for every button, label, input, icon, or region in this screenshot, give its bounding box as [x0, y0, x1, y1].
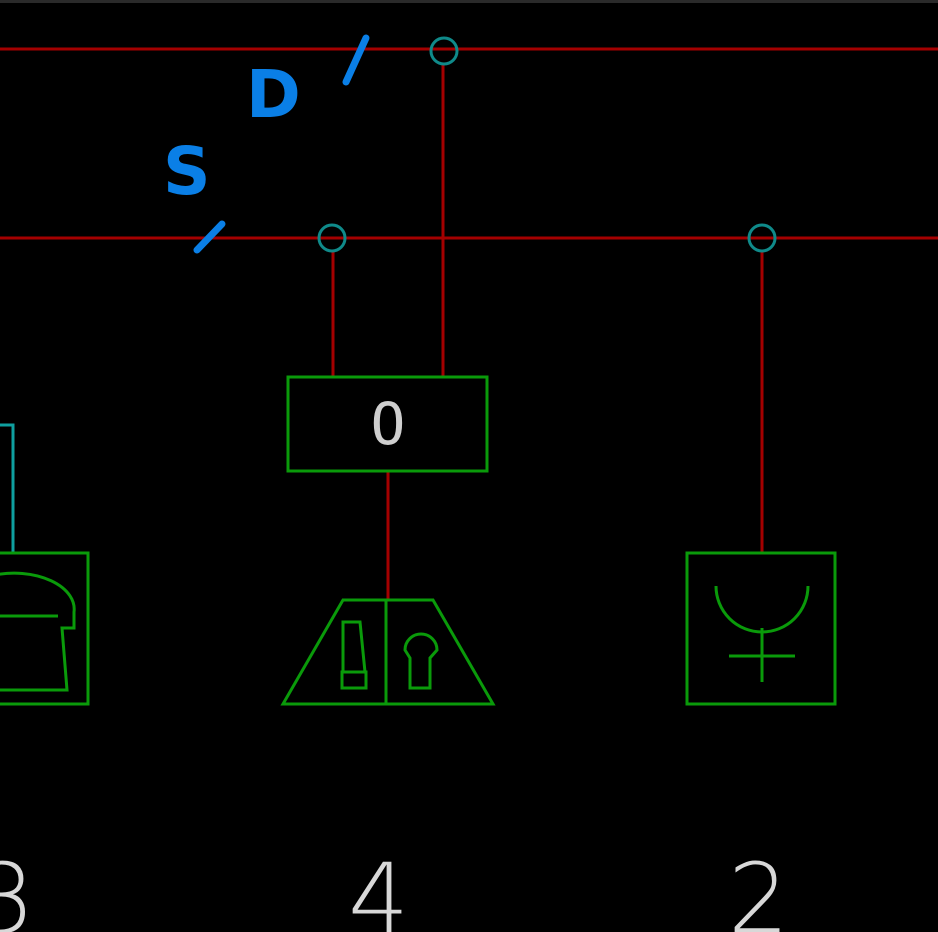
annotation-d: D — [246, 34, 370, 133]
annotation-s: S — [163, 133, 226, 254]
switch-box[interactable]: O — [286, 375, 489, 473]
junction-circle-icon[interactable] — [747, 223, 777, 253]
bottom-label-middle: 4 — [348, 843, 409, 932]
annotation-tick-d — [342, 34, 370, 86]
annotation-s-label: S — [163, 133, 211, 210]
junction-circle-icon[interactable] — [317, 223, 347, 253]
double-socket-icon[interactable] — [280, 598, 496, 706]
junction-circle-icon[interactable] — [429, 36, 459, 66]
antenna-icon[interactable] — [685, 551, 837, 706]
switch-box-label: O — [371, 390, 406, 458]
lamp-icon[interactable] — [0, 423, 90, 706]
annotation-d-label: D — [246, 56, 301, 133]
bottom-label-right: 2 — [728, 843, 789, 932]
bottom-label-left: 3 — [0, 843, 35, 932]
window-top-edge — [0, 0, 938, 3]
annotation-tick-s — [193, 220, 226, 254]
